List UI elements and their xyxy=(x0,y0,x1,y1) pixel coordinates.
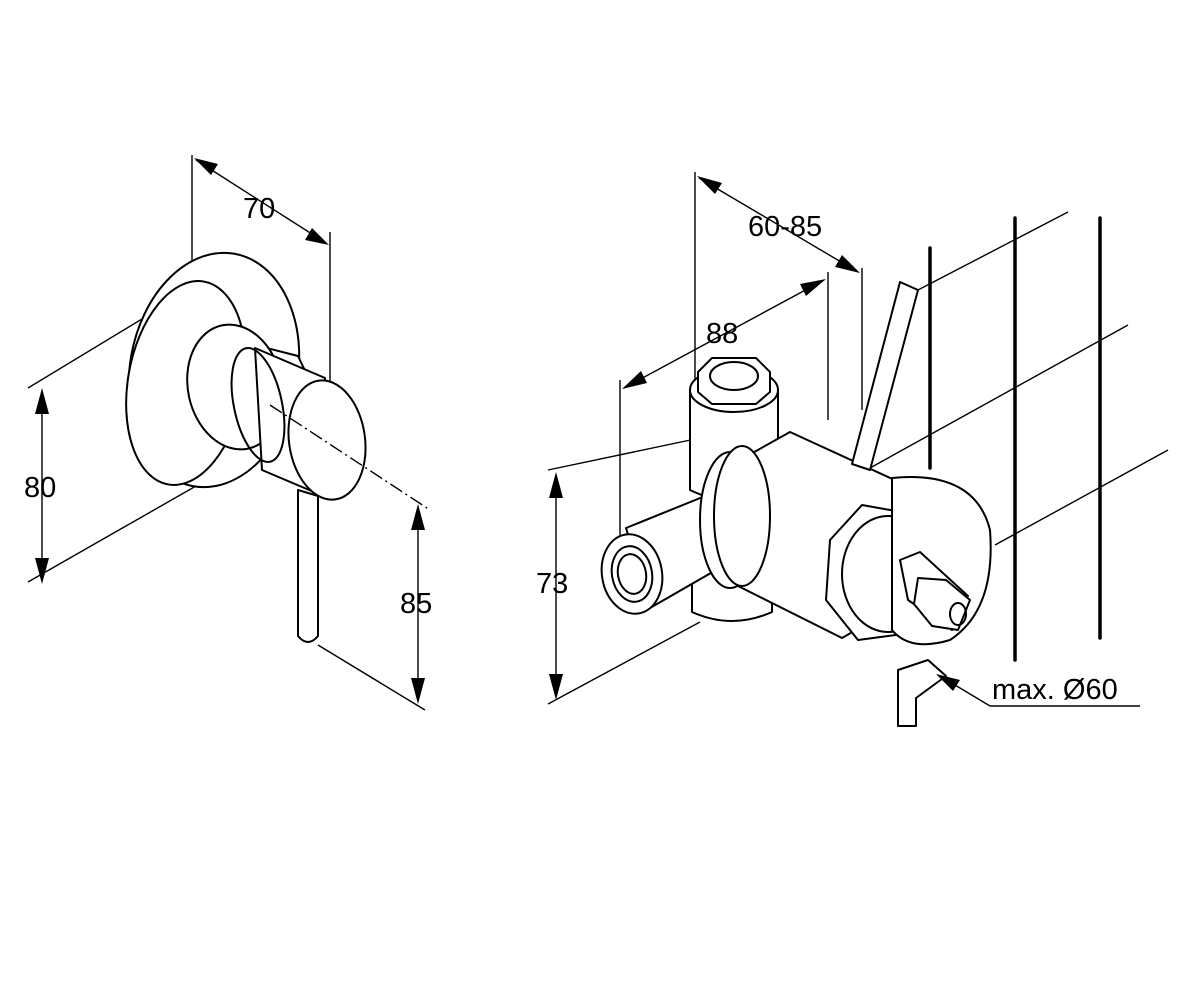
dim-label-85: 85 xyxy=(400,588,432,620)
arrowhead xyxy=(411,504,425,530)
valve-body-view: 60-85 88 73 max. Ø60 xyxy=(536,172,1169,727)
top-nut-face xyxy=(709,361,759,391)
arrowhead xyxy=(194,158,218,175)
top-nut xyxy=(697,357,771,405)
extension-line xyxy=(27,477,211,583)
left-inlet-bore xyxy=(616,553,648,595)
arrowhead xyxy=(35,558,49,584)
lever xyxy=(297,489,319,643)
wall-edge xyxy=(869,324,1129,469)
spindle-bore xyxy=(949,602,967,626)
dimension-line-88 xyxy=(623,279,825,389)
extension-line xyxy=(547,621,701,705)
arrowhead xyxy=(411,678,425,704)
arrowhead xyxy=(35,388,49,414)
arrowhead xyxy=(549,674,563,700)
arrowhead xyxy=(697,176,722,194)
dim-label-88: 88 xyxy=(706,318,738,350)
dim-label-max-diameter: max. Ø60 xyxy=(992,674,1118,706)
wall-edge xyxy=(917,211,1069,291)
wall-edge xyxy=(994,449,1169,546)
dimension-line-60-85 xyxy=(698,177,859,273)
extension-line xyxy=(317,644,426,711)
arrowhead xyxy=(835,255,860,273)
arrowhead xyxy=(800,279,826,296)
flush-template-top xyxy=(851,281,919,471)
arrowhead xyxy=(305,228,329,245)
arrowhead xyxy=(549,472,563,498)
body-collar xyxy=(713,445,771,587)
spindle-square xyxy=(913,577,971,631)
trim-assembly-view: 70 80 85 xyxy=(24,155,432,711)
dim-label-80: 80 xyxy=(24,472,56,504)
arrowhead xyxy=(936,674,960,691)
handle-face xyxy=(287,379,367,501)
center-axis xyxy=(269,404,431,511)
handle-groove xyxy=(230,347,286,463)
flush-template-bottom xyxy=(897,659,947,727)
arrowhead xyxy=(622,371,647,389)
dim-label-70: 70 xyxy=(243,193,275,225)
dim-label-60-85: 60-85 xyxy=(748,211,822,243)
dimension-line-70 xyxy=(195,159,327,244)
left-inlet-thread xyxy=(610,545,654,603)
dim-label-73: 73 xyxy=(536,568,568,600)
